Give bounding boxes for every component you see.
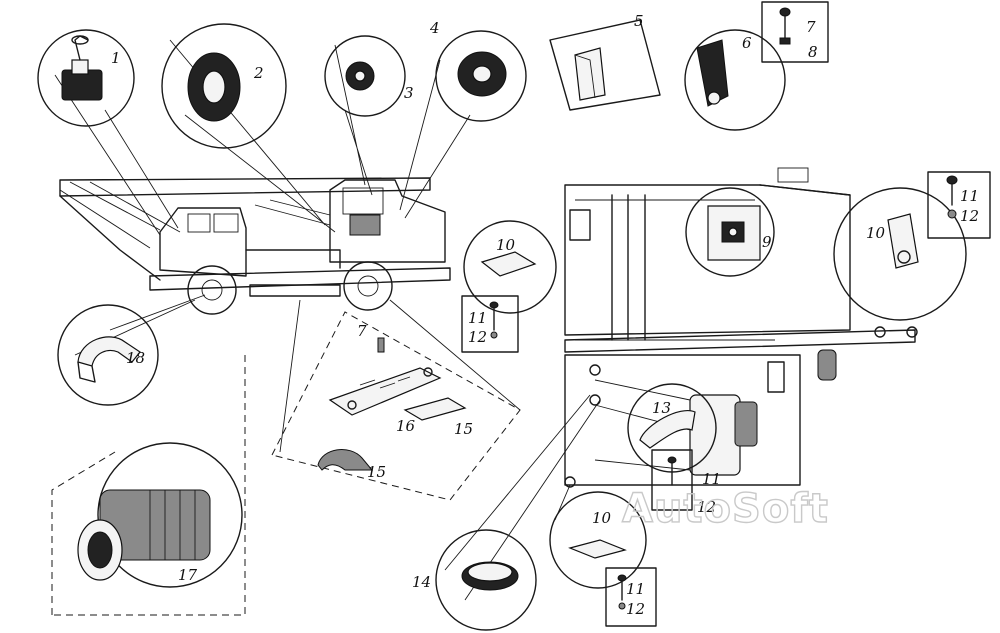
callout-5: 5: [634, 12, 644, 30]
callout-10-right: 10: [866, 224, 886, 242]
leader-lines-left: [54, 39, 521, 453]
callout-numbers: 1 2 3 4 5 6 7 8 9 10 11 12 10 11 12 7 16…: [111, 12, 979, 618]
callout-3: 3: [404, 84, 414, 102]
callout-11-bottom: 11: [626, 580, 645, 598]
callout-9: 9: [762, 233, 772, 251]
detail-box-7-8: [761, 1, 829, 63]
callout-7-top: 7: [806, 18, 816, 36]
callout-11-lower: 11: [702, 470, 721, 488]
callout-10-bottom: 10: [592, 509, 612, 527]
detail-circle-6: [684, 29, 786, 131]
callout-15-upper: 15: [454, 420, 473, 438]
callout-7-mid: 7: [357, 322, 367, 340]
callout-12-right: 12: [960, 207, 979, 225]
detail-circle-10-right: [833, 171, 991, 321]
callout-16: 16: [396, 417, 416, 435]
callout-10-mid: 10: [496, 236, 516, 254]
callout-13: 13: [652, 399, 671, 417]
detail-circle-9: [685, 187, 775, 277]
callout-12-mid: 12: [468, 328, 487, 346]
callout-11-mid: 11: [468, 309, 487, 327]
dashed-detail-panel-17: [51, 355, 246, 616]
detail-circle-10-bottom: [549, 484, 657, 627]
detail-circle-10-mid: [461, 220, 557, 353]
autosoft-watermark: AutoSoft: [622, 486, 829, 532]
callout-12-lower: 12: [697, 498, 716, 516]
detail-circle-14: [435, 394, 601, 631]
detail-circle-4: [435, 30, 527, 122]
detail-circle-18: [57, 304, 159, 406]
callout-15-lower: 15: [367, 463, 386, 481]
callout-4: 4: [429, 19, 440, 37]
callout-12-bottom: 12: [626, 600, 645, 618]
callout-1: 1: [111, 49, 121, 67]
dashed-detail-panel-15-16: [271, 311, 521, 501]
detail-circle-13: [627, 383, 717, 511]
callout-17: 17: [178, 566, 198, 584]
callout-18: 18: [126, 349, 145, 367]
detail-box-5: [549, 19, 661, 111]
detail-circle-3: [324, 35, 406, 117]
truck-crane-drawing: [59, 177, 451, 315]
callout-14: 14: [412, 573, 431, 591]
detail-circle-2: [161, 23, 287, 149]
callout-2: 2: [253, 64, 264, 82]
callout-8: 8: [808, 43, 818, 61]
detail-circle-1: [37, 29, 135, 127]
callout-11-right: 11: [960, 187, 979, 205]
callout-6: 6: [742, 34, 752, 52]
